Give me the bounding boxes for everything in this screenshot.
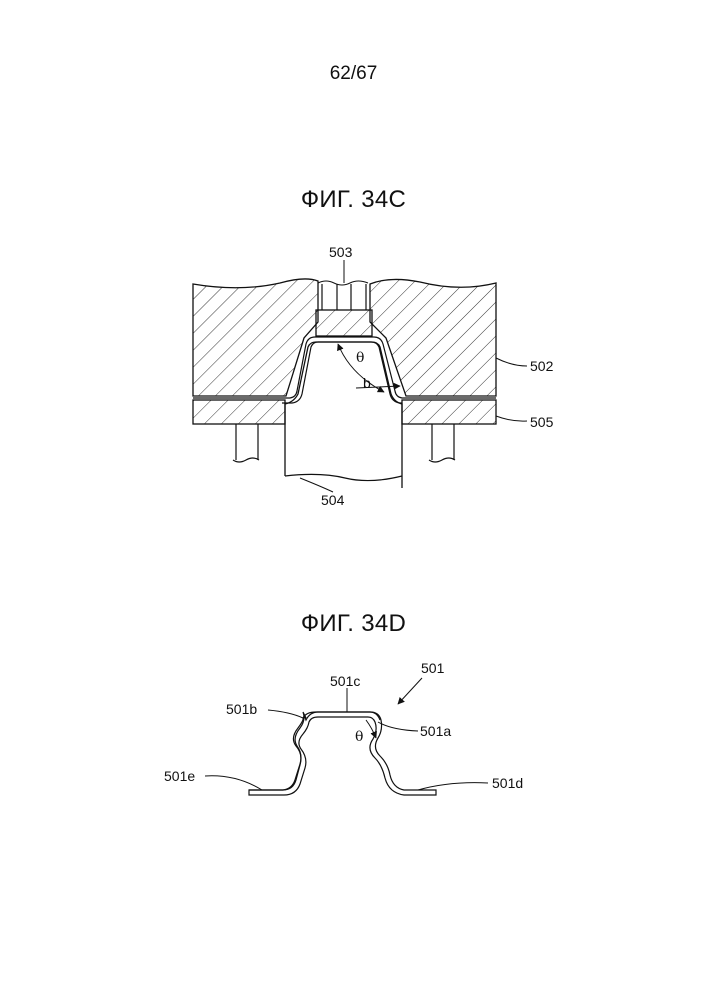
figure-34d-drawing: 501 501c 501b 501a θ 501e 501d — [164, 660, 523, 795]
leader-502 — [496, 358, 527, 366]
label-501d: 501d — [492, 775, 523, 791]
label-502: 502 — [530, 358, 554, 374]
label-501a: 501a — [420, 723, 451, 739]
pad-rod — [318, 281, 368, 310]
punch-break-line — [285, 474, 402, 480]
blank-holder-right — [402, 400, 496, 424]
label-505: 505 — [530, 414, 554, 430]
leader-501d — [418, 783, 488, 790]
blank-holder-left — [193, 400, 285, 424]
leader-505 — [496, 416, 527, 421]
figure-34c-drawing: 503 502 505 504 θ b — [193, 244, 554, 508]
label-501c: 501c — [330, 673, 360, 689]
leader-501a — [378, 722, 418, 731]
label-theta-34c: θ — [356, 350, 364, 366]
label-504: 504 — [321, 492, 345, 508]
holder-rods — [233, 424, 455, 462]
part-501-outer — [249, 712, 380, 790]
part-501-outline — [249, 712, 436, 795]
leader-501b — [268, 710, 303, 718]
label-theta-34d: θ — [355, 729, 363, 745]
pad-block — [316, 310, 372, 336]
label-501e: 501e — [164, 768, 195, 784]
label-501b: 501b — [226, 701, 257, 717]
die-block-right — [370, 279, 496, 396]
label-b: b — [363, 375, 371, 391]
leader-501 — [398, 678, 422, 704]
label-503: 503 — [329, 244, 353, 260]
leader-501e — [205, 776, 262, 790]
label-501: 501 — [421, 660, 445, 676]
theta-arc-34d — [366, 720, 376, 738]
leader-504 — [300, 478, 333, 492]
